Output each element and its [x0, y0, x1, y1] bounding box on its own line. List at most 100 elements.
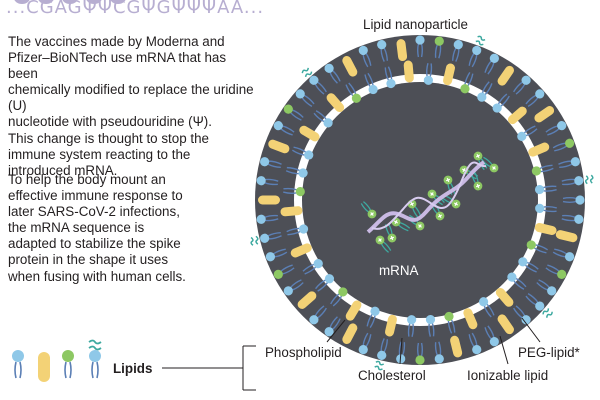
phospholipid-molecule — [545, 121, 567, 136]
phospholipid-molecule — [534, 184, 557, 195]
phospholipid-molecule — [525, 89, 545, 107]
peg-molecule — [525, 293, 553, 318]
cholesterol-molecule — [497, 314, 514, 335]
peg-molecule — [561, 174, 594, 186]
ionizable-leader — [499, 335, 509, 365]
ionizable-core-molecule — [375, 235, 392, 253]
ionizable-molecule — [283, 104, 304, 121]
ionizable-molecule — [531, 164, 554, 176]
cholesterol-molecule — [497, 65, 514, 86]
phospholipid-molecule — [425, 314, 436, 337]
ionizable-molecule — [444, 311, 456, 334]
ionizable-molecule — [415, 342, 425, 365]
ionizable-molecule — [330, 287, 348, 307]
peg-molecule — [250, 231, 282, 246]
peg-leader — [521, 317, 541, 343]
spike-paragraph: To help the body mount an effective immu… — [8, 172, 186, 284]
phospholipid-molecule — [295, 89, 315, 107]
rna-sequence: ...CGAGΨΨCGΨGΨΨΨAA... — [6, 0, 264, 18]
phospholipid-molecule — [415, 35, 425, 58]
phospholipid-molecule — [324, 63, 341, 84]
phospholipid-molecule — [302, 258, 323, 275]
peg-molecule — [374, 338, 389, 371]
cholesterol-molecule — [268, 139, 290, 154]
cholesterol-molecule — [297, 291, 317, 309]
ionizable-molecule — [345, 82, 362, 103]
peg-molecule — [301, 67, 327, 95]
cholesterol-molecule — [326, 93, 345, 113]
phospholipid-molecule — [478, 297, 495, 318]
particle-core — [302, 82, 538, 318]
phospholipid-molecule — [358, 45, 372, 68]
phospholipid-molecule — [366, 306, 380, 329]
cholesterol-molecule — [342, 56, 358, 77]
sequence-text: ...CGAGΨΨCGΨGΨΨΨAA... — [6, 0, 265, 18]
cholesterol-label: Cholesterol — [358, 368, 426, 383]
cholesterol-molecule — [385, 314, 397, 337]
nanoparticle-title: Lipid nanoparticle — [363, 17, 468, 32]
phospholipid-molecule — [484, 325, 499, 347]
phospholipid-molecule — [507, 272, 527, 290]
phospholipid-molecule — [451, 40, 463, 62]
phospholipid-molecule — [324, 316, 341, 337]
cholesterol-molecule — [463, 308, 478, 330]
phospholipid-molecule — [535, 203, 557, 213]
phospholipid-molecule — [313, 110, 333, 128]
cholesterol-molecule — [534, 106, 555, 123]
ionizable-molecule — [552, 138, 575, 152]
ionizable-molecule — [545, 264, 567, 279]
mrna-strand — [366, 160, 486, 234]
phospholipid-molecule — [384, 66, 396, 89]
cholesterol-molecule — [258, 195, 280, 205]
phospholipid-molecule — [558, 157, 580, 169]
peg-molecule — [468, 35, 486, 68]
phospholipid-molecule — [315, 274, 335, 292]
cholesterol-molecule — [443, 63, 455, 86]
phospholipid-molecule — [283, 279, 304, 296]
phospholipid-molecule — [434, 341, 444, 364]
ionizable-molecule — [460, 71, 474, 94]
phospholipid-molecule — [377, 40, 389, 62]
cholesterol-molecule — [507, 106, 527, 125]
phospholipid-molecule — [285, 166, 308, 178]
phospholipid-molecule — [552, 248, 575, 262]
ionizable-molecule — [273, 264, 295, 279]
cholesterol-legend-icon — [38, 352, 50, 382]
phospholipid-molecule — [518, 257, 539, 273]
phospholipid-molecule — [561, 214, 584, 224]
intro-paragraph: The vaccines made by Moderna and Pfizer–… — [8, 34, 254, 178]
cholesterol-molecule — [396, 39, 408, 62]
phospholipid-legend-icon — [12, 350, 24, 379]
phospholipid-molecule — [513, 305, 531, 325]
cholesterol-molecule — [495, 287, 514, 307]
cholesterol-molecule — [342, 323, 358, 344]
ionizable-core-molecule — [360, 201, 377, 219]
phospholipid-molecule — [256, 214, 279, 224]
cholesterol-molecule — [345, 300, 362, 321]
ionizable-lipid-label: Ionizable lipid — [467, 368, 549, 383]
ionizable-molecule — [434, 36, 444, 59]
cholesterol-molecule — [528, 142, 550, 157]
ionizable-molecule — [526, 240, 549, 254]
phospholipid-molecule — [291, 146, 314, 160]
phospholipid-molecule — [273, 121, 295, 136]
legend-title: Lipids — [113, 361, 153, 376]
sequence-bumps — [14, 0, 126, 4]
cholesterol-molecule — [555, 230, 578, 243]
ionizable-core-molecule — [481, 156, 499, 173]
peg-lipid-legend-icon — [88, 339, 102, 379]
phospholipid-molecule — [256, 176, 279, 186]
mrna-strand-2 — [371, 161, 487, 230]
cholesterol-molecule — [450, 335, 463, 358]
phospholipid-molecule — [492, 93, 510, 113]
phospholipid-molecule — [517, 125, 538, 142]
phospholipid-molecule — [407, 315, 417, 337]
phospholipid-molecule — [265, 248, 288, 262]
cholesterol-molecule — [403, 60, 414, 83]
mrna-label: mRNA — [379, 263, 419, 278]
cholesterol-molecule — [290, 243, 312, 258]
phospholipid-molecule — [468, 332, 482, 355]
phospholipid-leader — [326, 319, 346, 343]
cholesterol-leader — [399, 337, 403, 365]
phospholipid-molecule — [286, 224, 309, 236]
